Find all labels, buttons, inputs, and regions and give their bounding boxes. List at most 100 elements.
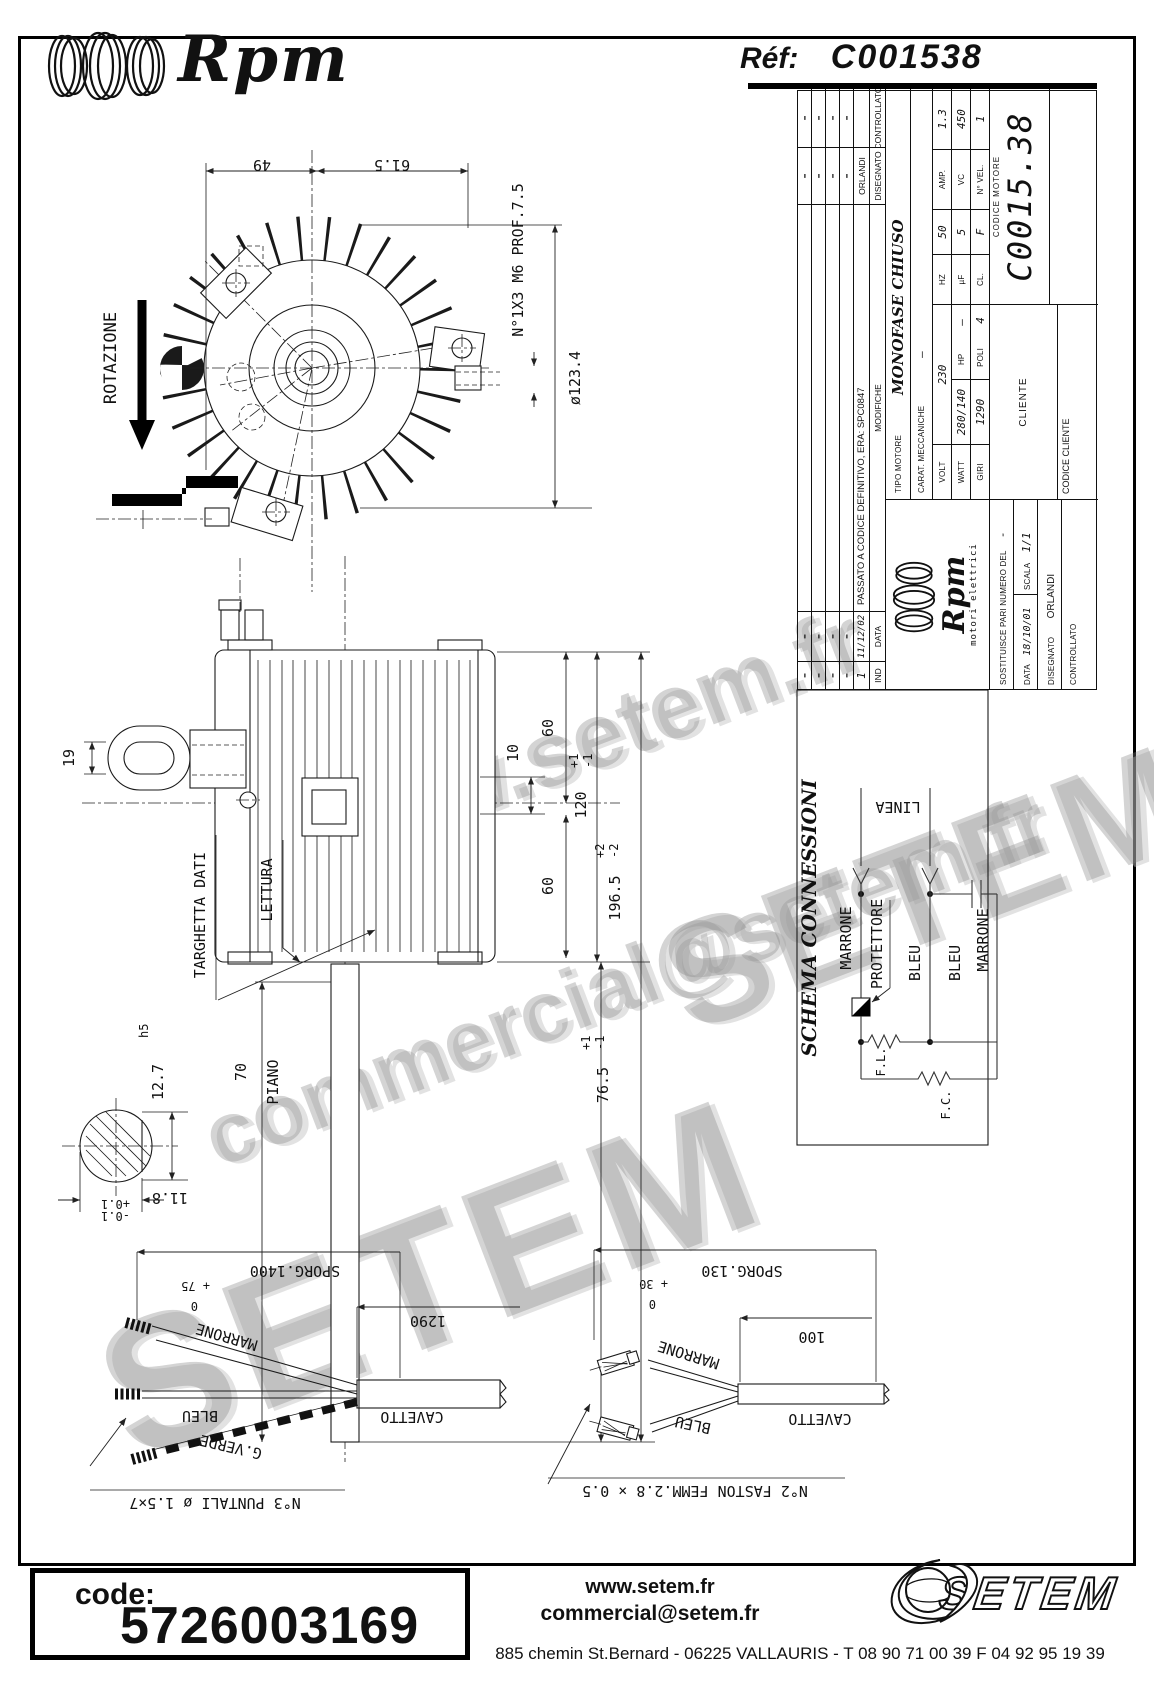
schema-fc: F.C.: [939, 1091, 953, 1120]
tb-coils-icon: [892, 562, 936, 633]
rev-col-disegnato: DISEGNATO: [870, 147, 886, 204]
giri-value: 1290: [971, 379, 990, 444]
footer-address: 885 chemin St.Bernard - 06225 VALLAURIS …: [495, 1644, 1105, 1663]
rev-dash: -: [826, 147, 840, 204]
rev-dash: -: [840, 147, 854, 204]
dim-120: 120: [572, 791, 590, 818]
rev-dash: -: [798, 147, 812, 204]
tol-118-dn: -0.1: [101, 1209, 130, 1223]
poli-value: 4: [973, 317, 987, 324]
tol-76-up: +1: [579, 1036, 593, 1050]
schema-protettore: PROTETTORE: [868, 899, 886, 989]
shaft-section-detail: h5 12.7 11.8 +0.1 -0.1: [58, 1024, 188, 1223]
schema-bleu-2: BLEU: [946, 945, 964, 981]
dim-12-7: 12.7: [149, 1064, 167, 1100]
linea-label: LINEA: [875, 798, 920, 816]
wire-marrone-right: MARRONE: [656, 1337, 722, 1373]
cl-label: CL.: [971, 254, 990, 304]
dim-60-bottom: 60: [539, 877, 557, 895]
wire-marrone-left: MARRONE: [194, 1319, 260, 1354]
rev-dash: -: [798, 611, 812, 661]
rev-dash: -: [840, 661, 854, 689]
rev1-controllato-empty: [854, 89, 870, 147]
schema-bleu-1: BLEU: [906, 945, 924, 981]
codice-motore-value: C0015.38: [1001, 111, 1039, 282]
tb-tipo: TIPO MOTORE MONOFASE CHIUSO: [886, 89, 911, 499]
schema-marrone-1: MARRONE: [837, 906, 855, 969]
hp-cell: HP —: [952, 304, 971, 379]
scala-label: SCALA: [1023, 562, 1032, 590]
sporg-left: SPORG.1400: [250, 1262, 340, 1280]
hole-note: N°1X3 M6 PROF.7.5: [509, 183, 527, 337]
rev-col-modifiche: MODIFICHE: [870, 204, 886, 611]
hz-value: 50: [933, 209, 952, 254]
tipo-label: TIPO MOTORE: [893, 434, 903, 493]
rev-col-data: DATA: [870, 611, 886, 661]
sost-value: -: [996, 531, 1009, 538]
code-label: code:: [75, 1578, 156, 1611]
watt-label: WATT: [952, 444, 971, 499]
cable-drawing-left: MARRONE BLEU G.VERDE CAVETTO SPORG.1400 …: [89, 1248, 520, 1512]
cable-drawing-right: MARRONE BLEU CAVETTO SPORG.130 + 30 0 10…: [547, 1246, 890, 1500]
len-left: 1290: [410, 1312, 446, 1330]
tol-118-up: +0.1: [101, 1197, 130, 1211]
hz-label: HZ: [933, 254, 952, 304]
dim-70: 70: [232, 1063, 250, 1081]
tb-logo-name: Rpm: [937, 555, 972, 634]
rev1-disegnato: ORLANDI: [854, 147, 870, 204]
side-view: 19 60 10 120 +1 -1 60 196.5 +2 -2 76.5 +…: [60, 556, 655, 1462]
amp-value: 1.3: [933, 89, 952, 149]
rev-dash: -: [826, 611, 840, 661]
setem-logo-icon: [890, 1559, 979, 1625]
rotazione-label: ROTAZIONE: [101, 312, 121, 404]
rev-dash: -: [826, 661, 840, 689]
tol-120-up: +1: [567, 754, 581, 768]
sporg-right-tol-zero: 0: [649, 1297, 656, 1311]
poli-label: POLI: [975, 347, 985, 367]
codice-motore-cell: CODICE MOTORE C0015.38: [990, 89, 1050, 304]
hp-label: HP: [956, 353, 966, 366]
disegnato-value: ORLANDI: [1046, 573, 1057, 619]
rev-dash: -: [798, 89, 812, 147]
carat-value: —: [915, 351, 928, 358]
rev-dash: -: [826, 89, 840, 147]
code-box: [30, 1568, 470, 1660]
rev-dash: -: [812, 661, 826, 689]
sheet-border: [18, 36, 1136, 1566]
wire-gverde-left: G.VERDE: [198, 1431, 264, 1463]
faston-connector-1: [589, 1350, 641, 1376]
sost-label: SOSTITUISCE PARI NUMERO DEL: [999, 550, 1008, 685]
rev-empty: [826, 204, 840, 611]
reference-block: Réf: C001538: [740, 38, 1100, 77]
ref-value: C001538: [830, 38, 983, 76]
tol-76-dn: -1: [593, 1036, 607, 1050]
wire-bleu-left: BLEU: [182, 1407, 218, 1425]
rev1-data: 11/12/02: [854, 611, 870, 661]
piano-label: PIANO: [264, 1059, 282, 1104]
data-label: DATA: [1023, 664, 1032, 685]
sporg-left-tol-zero: 0: [191, 1299, 198, 1313]
uf-value: 5: [952, 209, 971, 254]
rev-dash: -: [840, 89, 854, 147]
nvel-label: N° VEL.: [971, 149, 990, 209]
tb-logo-cell: Rpm motori elettrici: [886, 499, 990, 689]
rev-col-controllato: CONTROLLATO: [870, 89, 886, 147]
tb-carat: CARAT. MECCANICHE —: [911, 89, 933, 499]
rev-dash: -: [840, 611, 854, 661]
dim-diameter: ø123.4: [566, 351, 584, 405]
h5-label: h5: [137, 1024, 151, 1038]
rev-dash: -: [812, 611, 826, 661]
rev-dash: -: [798, 661, 812, 689]
note-left: N°3 PUNTALI ø 1.5×7: [129, 1494, 301, 1512]
sporg-left-tol-plus: + 75: [181, 1279, 210, 1293]
footer-website: www.setem.fr: [585, 1576, 715, 1598]
controllato-label: CONTROLLATO: [1069, 623, 1078, 685]
tb-disegnato: DISEGNATO ORLANDI: [1038, 499, 1062, 689]
watt-value: 280/140: [952, 379, 971, 444]
rev-dash: -: [812, 147, 826, 204]
dim-61-5: 61.5: [374, 156, 410, 174]
giri-label: GIRI: [971, 444, 990, 499]
volt-label: VOLT: [933, 444, 952, 499]
schema-title: SCHEMA CONNESSIONI: [797, 779, 821, 1057]
